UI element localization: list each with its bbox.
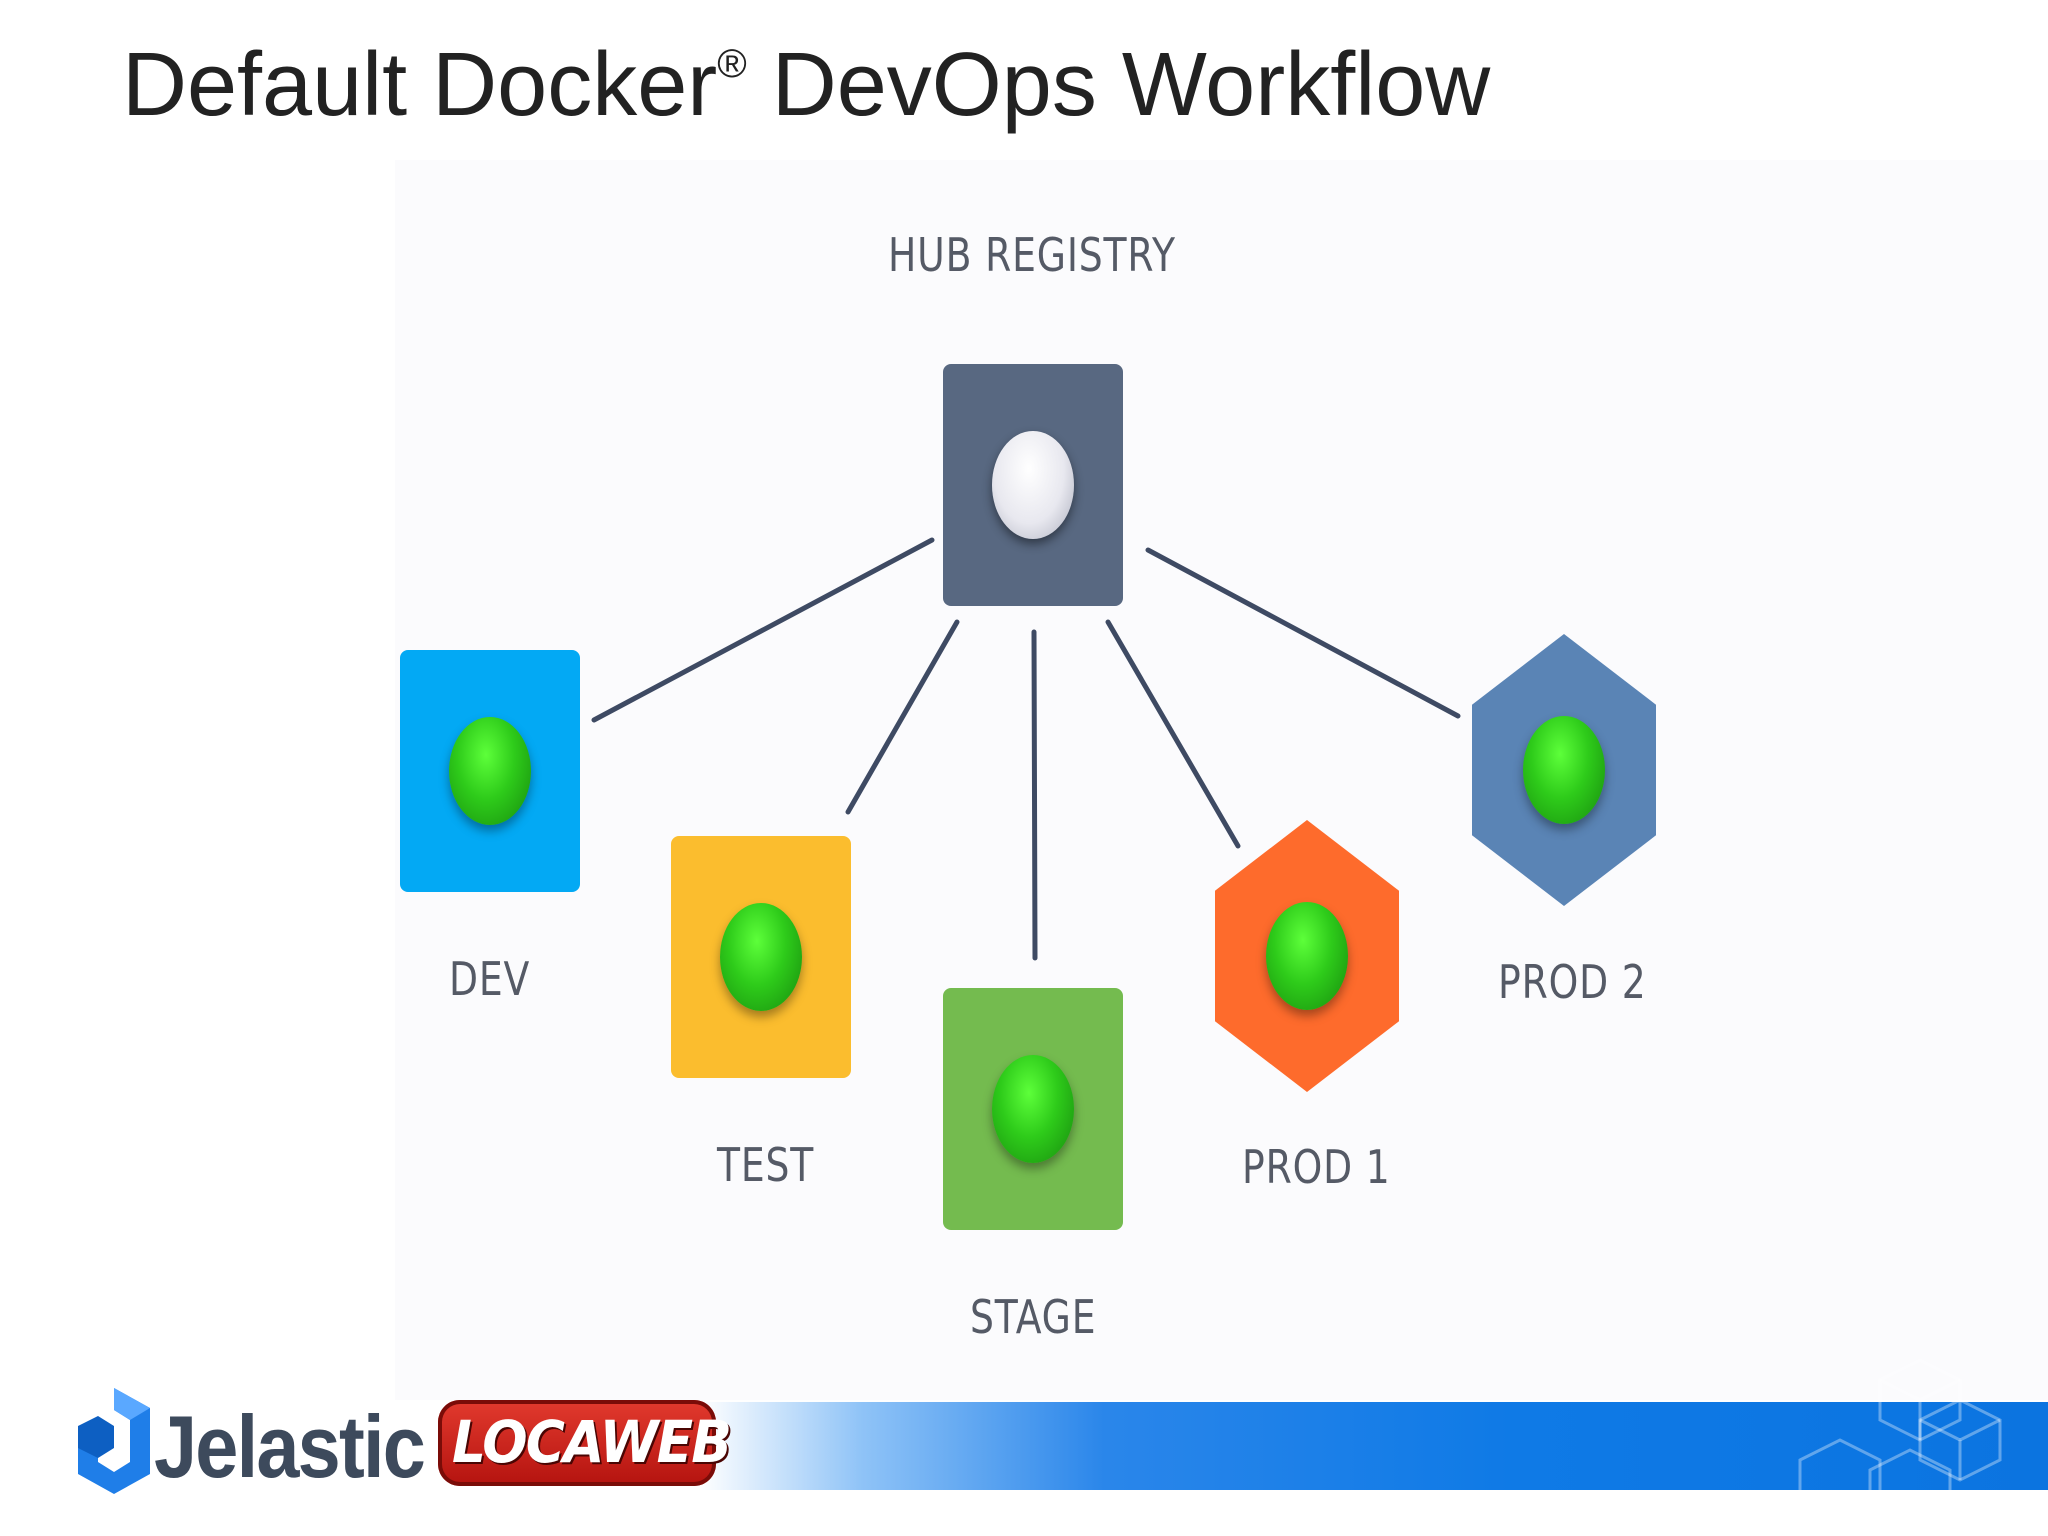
link-stage (1031, 629, 1038, 961)
diagram-area (395, 160, 2048, 1400)
test-node (671, 836, 851, 1078)
prod1-node (1215, 820, 1399, 1092)
locaweb-logo: LOCAWEB (438, 1400, 732, 1486)
link-test (845, 619, 960, 815)
test-label: TEST (717, 1138, 815, 1192)
stage-label: STAGE (970, 1290, 1097, 1344)
stage-node (943, 988, 1123, 1230)
registered-mark: ® (717, 42, 747, 86)
prod2-label: PROD 2 (1498, 955, 1647, 1009)
dev-orb (449, 717, 531, 825)
prod2-orb (1523, 716, 1605, 824)
stage-orb (992, 1055, 1074, 1163)
cube-pattern-decoration (1798, 1358, 2002, 1532)
slide-title: Default Docker® DevOps Workflow (122, 36, 1490, 135)
locaweb-wordmark: LOCAWEB (452, 1408, 732, 1476)
link-prod1 (1105, 619, 1241, 849)
link-dev (591, 537, 935, 723)
hub-orb (992, 431, 1074, 539)
jelastic-logo-icon (78, 1388, 150, 1494)
jelastic-wordmark: Jelastic (154, 1397, 426, 1496)
hub-registry-label: HUB REGISTRY (888, 228, 1176, 282)
hub-registry-node (943, 364, 1123, 606)
prod1-label: PROD 1 (1242, 1140, 1391, 1194)
dev-label: DEV (449, 952, 531, 1006)
link-prod2 (1145, 547, 1461, 719)
prod1-orb (1266, 902, 1348, 1010)
prod2-node (1472, 634, 1656, 906)
title-suffix: DevOps Workflow (771, 35, 1491, 135)
test-orb (720, 903, 802, 1011)
dev-node (400, 650, 580, 892)
footer-band (700, 1402, 2048, 1490)
title-text: Default Docker (122, 35, 718, 135)
